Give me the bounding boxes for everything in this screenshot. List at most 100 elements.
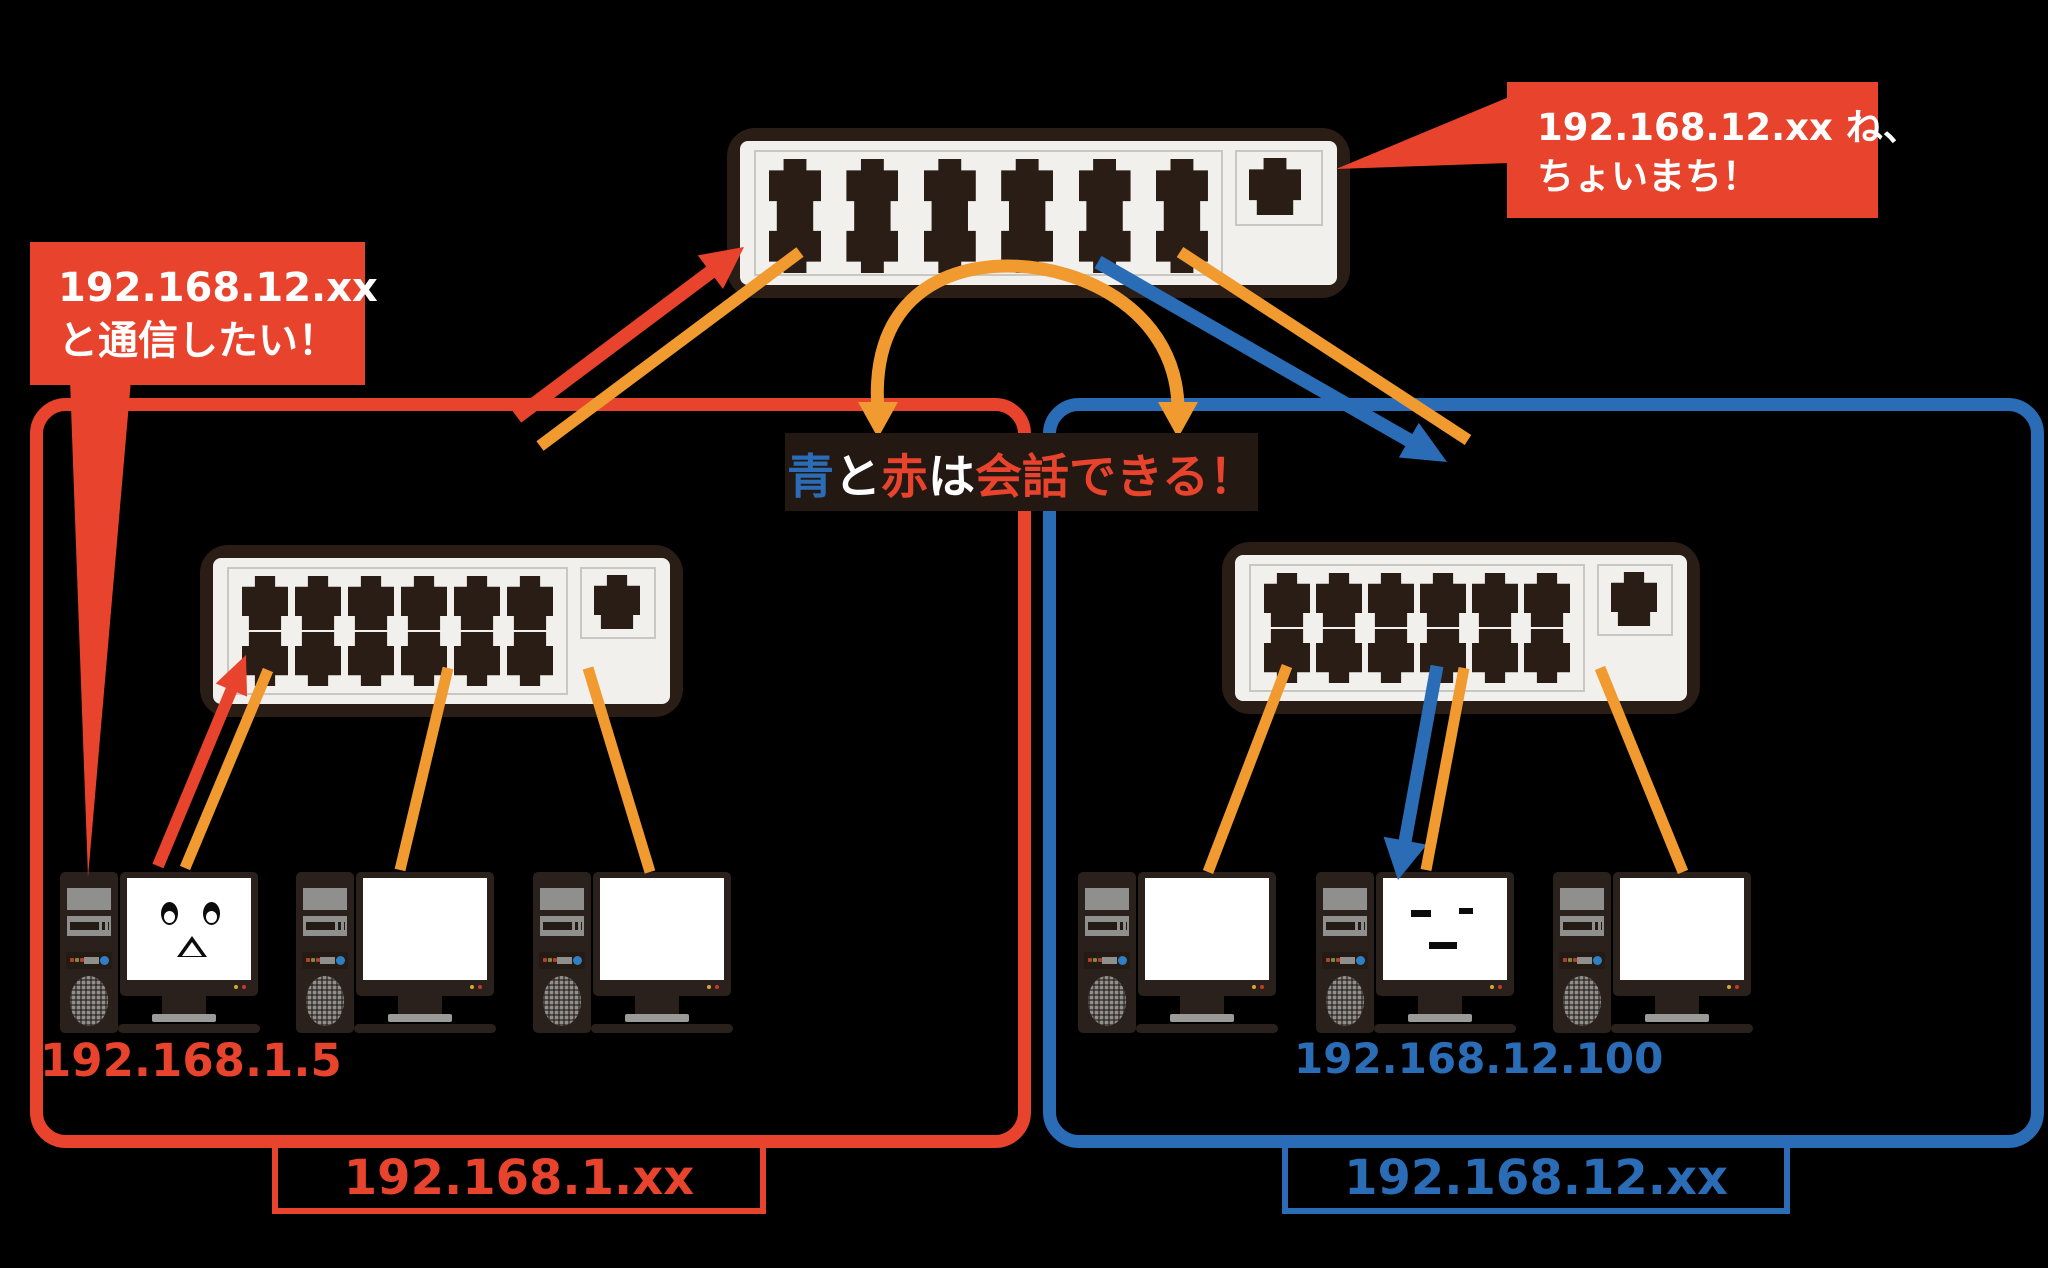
monitor-neck — [1180, 996, 1224, 1014]
switch-port-row — [1264, 573, 1570, 627]
pc-ip-label-blue: 192.168.12.100 — [1294, 1034, 1664, 1083]
tower-drive-bay — [1085, 916, 1129, 936]
tower-grille — [306, 976, 344, 1026]
tower-drive-bay — [540, 916, 584, 936]
pc-ip-label-red: 192.168.1.5 — [40, 1034, 342, 1087]
pc-screen — [363, 878, 487, 980]
pc-screen — [1620, 878, 1744, 980]
power-button — [1118, 956, 1127, 965]
rj45-port — [1249, 158, 1301, 215]
monitor-led — [1490, 985, 1494, 989]
rj45-port — [1078, 159, 1131, 216]
status-led — [306, 958, 310, 962]
desk-shadow — [354, 1024, 496, 1033]
pc-monitor — [356, 872, 494, 996]
rj45-port — [1155, 216, 1208, 273]
tower-drive-bay — [303, 916, 347, 936]
switch-port-row — [242, 576, 553, 630]
switch-port-panel — [227, 567, 568, 695]
rj45-port — [1368, 629, 1414, 683]
switch-port-row — [769, 159, 1208, 216]
rj45-port — [1472, 629, 1518, 683]
rj45-port — [1316, 573, 1362, 627]
monitor-neck — [1418, 996, 1462, 1014]
status-led — [1098, 958, 1102, 962]
drive-vents — [1352, 922, 1365, 930]
tower-control-panel — [1559, 952, 1605, 969]
status-led — [543, 958, 547, 962]
monitor-led — [707, 985, 711, 989]
rj45-port — [1001, 159, 1054, 216]
callout-wait-line2: ちょいまち！ — [1537, 155, 1759, 198]
monitor-base — [1645, 1014, 1709, 1022]
monitor-base — [152, 1014, 216, 1022]
rj45-port — [401, 576, 447, 630]
drive-slot — [70, 922, 96, 930]
tower-control-panel — [1084, 952, 1130, 969]
switch-uplink-panel — [580, 567, 656, 639]
rj45-port — [769, 159, 821, 216]
rj45-port — [295, 576, 341, 630]
tower-drive-bay — [1323, 916, 1367, 936]
computer-red-3 — [533, 872, 733, 1034]
computer-blue-3 — [1553, 872, 1753, 1034]
switch-faceplate — [213, 558, 670, 704]
monitor-neck — [635, 996, 679, 1014]
desk-shadow — [591, 1024, 733, 1033]
drive-vents — [96, 922, 109, 930]
desk-shadow — [118, 1024, 260, 1033]
rj45-port — [1420, 573, 1466, 627]
desk-shadow — [1136, 1024, 1278, 1033]
desk-shadow — [1611, 1024, 1753, 1033]
switch-port-row — [242, 632, 553, 686]
rj45-port — [242, 576, 288, 630]
tower-panel — [67, 888, 111, 910]
tower-drive-bay — [1560, 916, 1604, 936]
subnet-label-blue: 192.168.12.xx — [1282, 1142, 1790, 1214]
banner-segment: は — [927, 449, 975, 505]
computer-192-168-12-100 — [1316, 872, 1516, 1034]
drive-slot — [306, 922, 332, 930]
switch-port-row — [1264, 629, 1570, 683]
switch-port-panel — [754, 150, 1223, 276]
switch-uplink-panel — [1597, 564, 1673, 636]
power-button — [573, 956, 582, 965]
rj45-port — [923, 159, 976, 216]
tower-grille — [1326, 976, 1364, 1026]
rj45-port — [454, 632, 500, 686]
drive-vents — [569, 922, 582, 930]
switch-port-row — [769, 216, 1208, 273]
switch-port-row — [594, 575, 642, 629]
switch-port-row — [1611, 572, 1659, 626]
drive-tray — [1102, 957, 1117, 964]
power-button — [336, 956, 345, 965]
pc-screen — [1383, 878, 1507, 980]
status-led — [75, 958, 79, 962]
monitor-led — [715, 985, 719, 989]
monitor-led — [1735, 985, 1739, 989]
rj45-port — [1368, 573, 1414, 627]
callout-want-to-talk: 192.168.12.xx と通信したい！ — [30, 242, 378, 385]
pc-tower — [1078, 872, 1136, 1033]
arrow-red-request-to-core — [512, 264, 717, 423]
drive-tray — [320, 957, 335, 964]
pc-tower — [296, 872, 354, 1033]
rj45-port — [923, 216, 976, 273]
monitor-led — [1260, 985, 1264, 989]
status-led — [1573, 958, 1577, 962]
rj45-port — [594, 575, 640, 629]
drive-slot — [1326, 922, 1352, 930]
status-led — [1088, 958, 1092, 962]
monitor-led — [470, 985, 474, 989]
rj45-port — [1078, 216, 1131, 273]
face-mouth — [1429, 942, 1457, 949]
computer-192-168-1-5 — [60, 872, 260, 1034]
pc-monitor — [1138, 872, 1276, 996]
callout-wait-line1: 192.168.12.xx ね、 — [1537, 106, 1920, 149]
status-led — [311, 958, 315, 962]
conversation-banner: 青と赤は会話できる！ — [785, 433, 1258, 511]
subnet-label-red: 192.168.1.xx — [272, 1142, 766, 1214]
status-led — [80, 958, 84, 962]
status-led — [1093, 958, 1097, 962]
rj45-port — [348, 576, 394, 630]
